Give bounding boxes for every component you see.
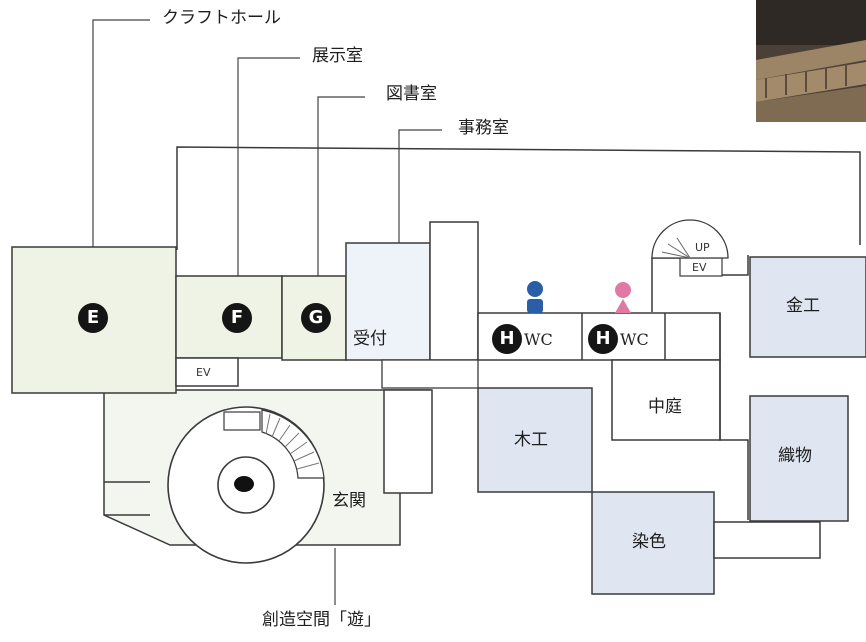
room-dyeing [591,491,715,595]
female-restroom-icon [615,282,631,313]
legend-library: 図書室 [386,84,437,104]
wc-label-female: WC [620,330,649,349]
marker-f: F [222,303,252,333]
marker-g: G [301,303,331,333]
room-label-entrance: 玄関 [332,491,366,511]
corridor-link [381,359,479,389]
building-photo-thumbnail [756,0,866,122]
room-label-creative-space: 創造空間「遊」 [262,610,381,630]
annex-block [713,521,821,559]
courtyard [611,359,721,441]
creative-space-rotunda [167,406,325,564]
room-label-metalwork: 金工 [786,296,820,316]
room-label-courtyard: 中庭 [648,397,682,417]
elevator-label-east: EV [692,261,707,274]
elevator-label-west: EV [196,366,211,379]
marker-e: E [78,303,108,333]
leader-exhibition [237,57,300,307]
room-label-weaving: 織物 [778,446,812,466]
room-label-woodwork: 木工 [514,430,548,450]
wc-label-male: WC [524,330,553,349]
legend-office: 事務室 [458,118,509,138]
stair-treads [661,237,691,259]
leader-library [317,96,365,307]
room-label-dyeing: 染色 [632,532,666,552]
room-woodwork [477,387,593,493]
male-restroom-icon [527,281,543,313]
elevator-west [175,357,239,387]
stairs-up-label: UP [695,241,710,254]
corridor-block [429,221,479,361]
entrance-block [383,389,433,494]
stairs [651,219,729,259]
marker-h-male: H [492,324,522,354]
room-label-reception: 受付 [353,329,387,349]
legend-craft-hall: クラフトホール [162,8,281,28]
room-weaving [749,395,849,522]
leader-craft-hall [92,19,150,307]
room-metalwork [749,256,866,358]
legend-exhibition-room: 展示室 [312,46,363,66]
marker-h-female: H [588,324,618,354]
